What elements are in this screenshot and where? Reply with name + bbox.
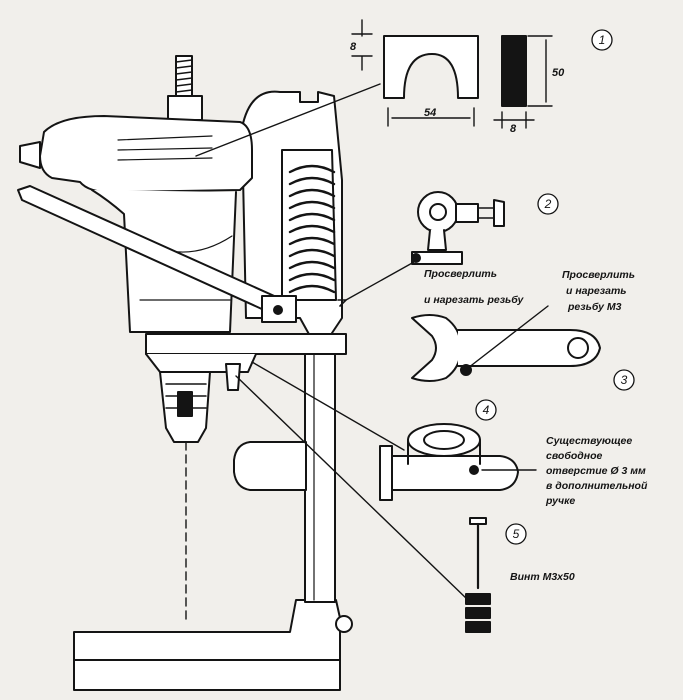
- svg-text:свободное: свободное: [546, 450, 602, 462]
- chuck: [159, 363, 241, 621]
- callout-1: 1: [591, 29, 613, 51]
- callout-5: 5: [505, 523, 527, 545]
- callout-4: 4: [475, 399, 497, 421]
- column: [304, 349, 336, 603]
- svg-text:ручке: ручке: [545, 495, 575, 507]
- label-drill-tap-left: Просверлить и нарезать резьбу: [424, 268, 525, 306]
- label-existing-hole: Существующее свободное отверстие Ø 3 мм …: [545, 435, 648, 507]
- svg-text:3: 3: [621, 373, 628, 387]
- svg-text:и нарезать: и нарезать: [566, 285, 627, 297]
- part-2-clamp: [411, 191, 505, 265]
- callout-2: 2: [537, 193, 559, 215]
- svg-text:Существующее: Существующее: [546, 435, 632, 447]
- leader-lines: [195, 83, 549, 601]
- dim-width: 54: [424, 107, 436, 119]
- svg-text:отверстие Ø 3 мм: отверстие Ø 3 мм: [546, 465, 646, 477]
- part-4-aux-handle: [379, 423, 519, 501]
- svg-text:1: 1: [599, 33, 606, 47]
- label-screw: Винт М3х50: [510, 571, 575, 583]
- part-3-wrench: [411, 314, 601, 382]
- label-drill-tap-m3: Просверлить и нарезать резьбу М3: [562, 269, 635, 313]
- svg-text:и нарезать резьбу: и нарезать резьбу: [424, 294, 525, 306]
- aux-handle-mounted: [233, 441, 307, 491]
- svg-text:2: 2: [544, 197, 552, 211]
- base-plate: [73, 599, 353, 691]
- part-1-u-bracket: [351, 19, 553, 129]
- dim-height: 50: [552, 67, 565, 79]
- spring: [288, 164, 336, 294]
- svg-text:Просверлить: Просверлить: [562, 269, 635, 281]
- svg-text:в дополнительной: в дополнительной: [546, 480, 648, 492]
- svg-text:5: 5: [513, 527, 520, 541]
- svg-text:Просверлить: Просверлить: [424, 268, 497, 280]
- dim-thickness-top: 8: [350, 41, 357, 53]
- svg-text:резьбу М3: резьбу М3: [567, 301, 622, 313]
- svg-text:4: 4: [483, 403, 490, 417]
- lever-handle: [17, 185, 297, 323]
- callout-3: 3: [613, 369, 635, 391]
- part-5-screw: [465, 517, 491, 633]
- dim-thickness-side: 8: [510, 123, 517, 135]
